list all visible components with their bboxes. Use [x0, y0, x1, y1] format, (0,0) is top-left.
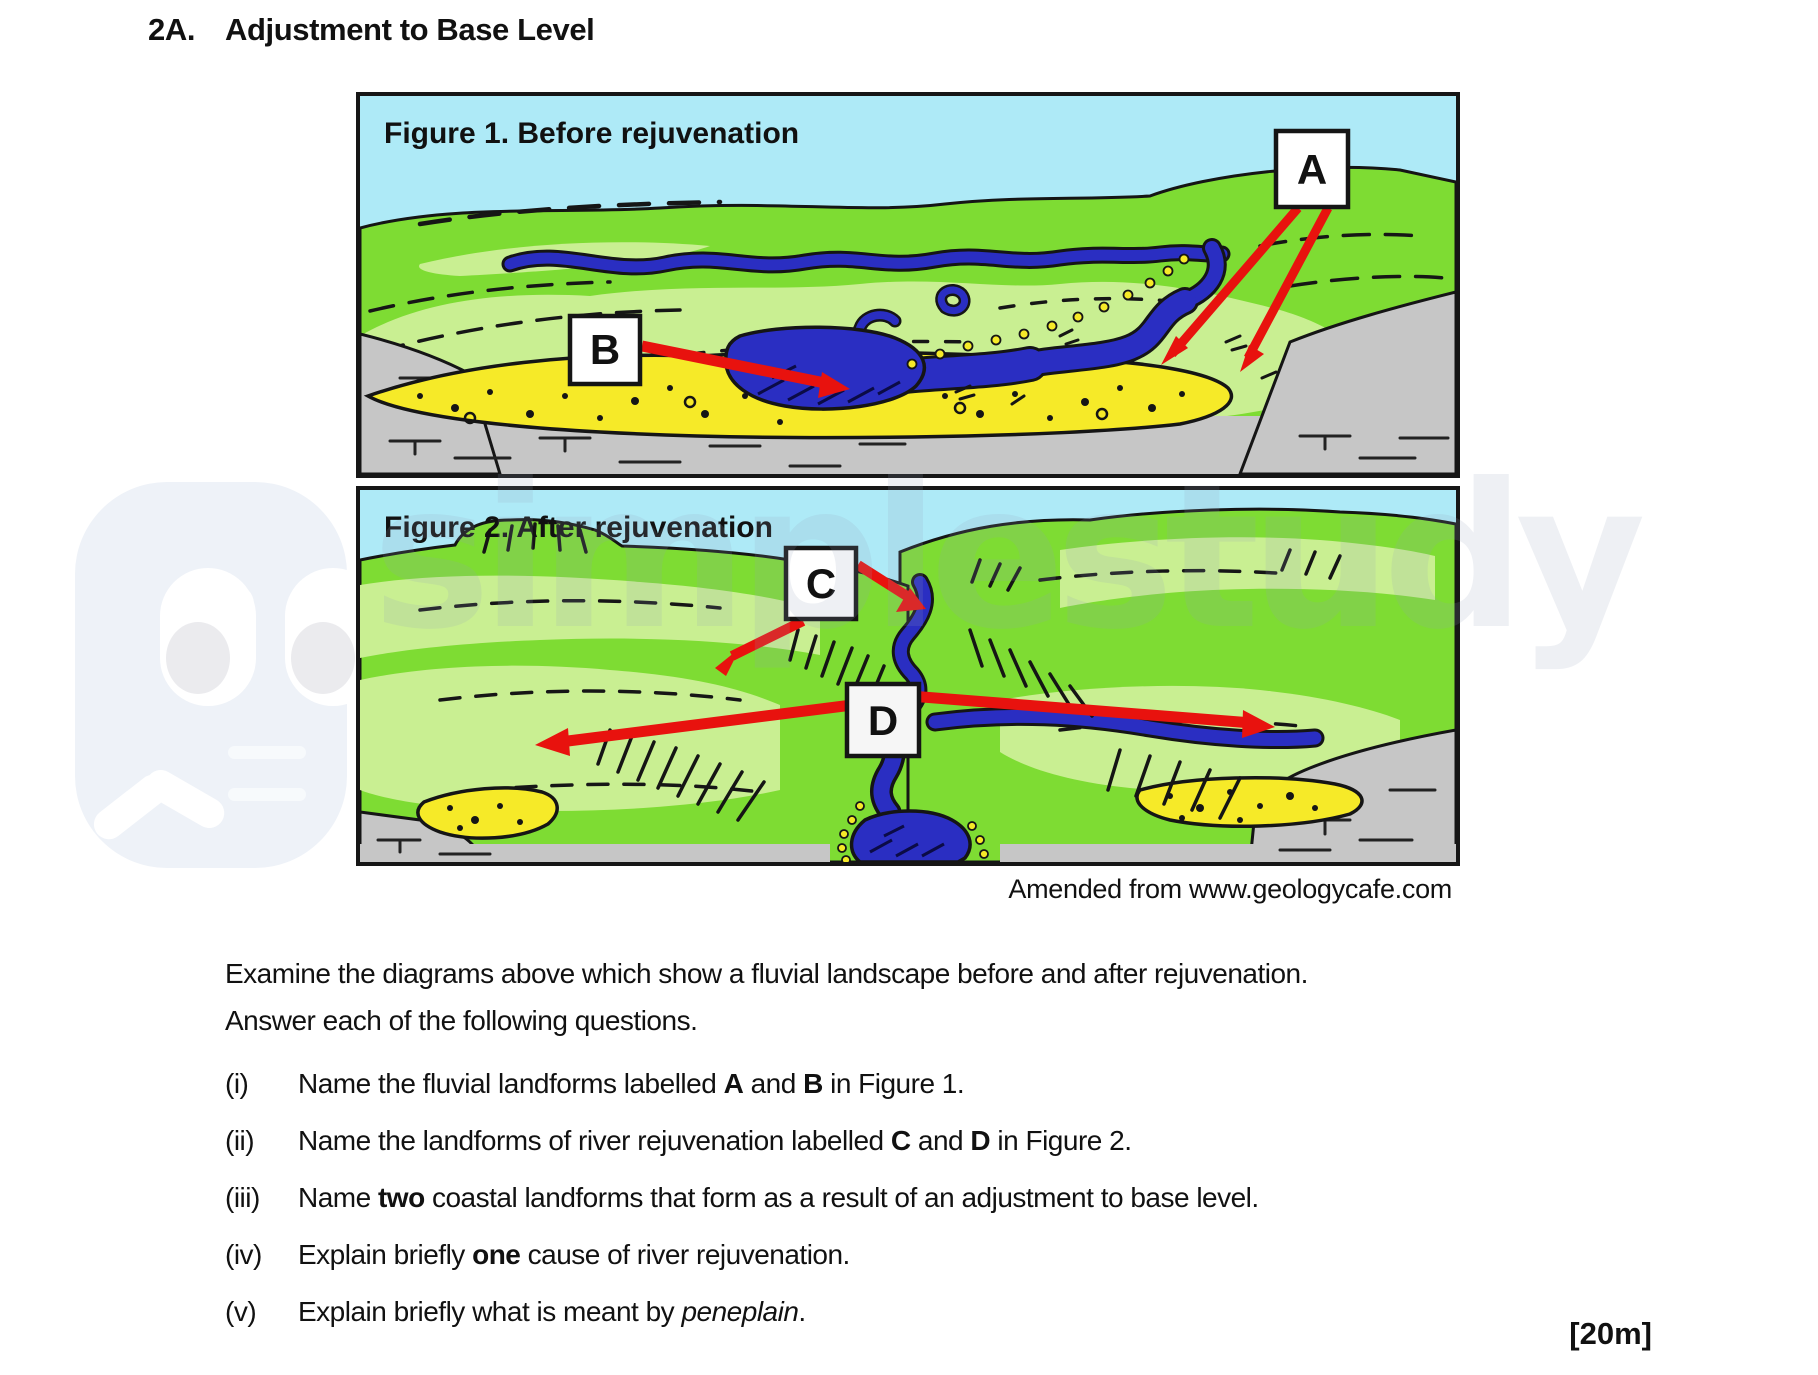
section-title: Adjustment to Base Level	[225, 12, 595, 47]
question-number: (v)	[225, 1296, 257, 1327]
question-text: Name the fluvial landforms labelled A an…	[298, 1068, 965, 1099]
gravel-patches	[416, 776, 1364, 840]
section-heading: 2A. Adjustment to Base Level	[148, 12, 595, 48]
slope-hatching	[482, 522, 1342, 822]
total-marks: [20m]	[1569, 1316, 1652, 1351]
question-text: Name the landforms of river rejuvenation…	[298, 1125, 1132, 1156]
label-c-box	[783, 545, 859, 622]
section-number: 2A.	[148, 12, 196, 47]
label-c: C	[806, 560, 836, 607]
label-c-arrow	[729, 616, 806, 661]
water-hatching	[757, 364, 901, 406]
label-a-arrow	[1244, 205, 1332, 361]
label-a: A	[1297, 146, 1327, 193]
label-a-box	[1273, 128, 1351, 210]
label-d-box	[844, 681, 922, 759]
label-c-group: C	[715, 545, 926, 676]
figure-1-title: Figure 1. Before rejuvenation	[384, 117, 799, 150]
figure-1-before-rejuvenation: A B Figure 1. Before rejuvenation	[356, 92, 1460, 478]
instructions-line-1: Examine the diagrams above which show a …	[225, 958, 1308, 989]
instructions-line-2: Answer each of the following questions.	[225, 1005, 698, 1036]
pebble-outlines	[463, 395, 1109, 425]
question-list: (i) Name the fluvial landforms labelled …	[225, 1066, 1685, 1351]
mascot-eye-icon	[160, 568, 256, 706]
question-number: (iii)	[225, 1182, 260, 1213]
label-b: B	[590, 326, 620, 373]
label-d: D	[868, 697, 898, 744]
question-text: Name two coastal landforms that form as …	[298, 1182, 1259, 1213]
label-b-box	[567, 313, 643, 387]
question-number: (i)	[225, 1068, 249, 1099]
figure-1-drawing: A B Figure 1. Before rejuvenation	[360, 96, 1456, 474]
question-row: (iv) Explain briefly one cause of river …	[225, 1237, 1685, 1273]
gorge-bank-dots	[837, 801, 989, 862]
question-number: (ii)	[225, 1125, 255, 1156]
instructions-paragraph: Examine the diagrams above which show a …	[225, 950, 1655, 1044]
label-a-arrow	[1168, 205, 1302, 357]
figure-2-drawing: C D Figure 2. After rejuvenation	[360, 490, 1456, 862]
question-row: (i) Name the fluvial landforms labelled …	[225, 1066, 1685, 1102]
dotted-bank	[906, 253, 1190, 370]
mascot-mouth-icon	[228, 746, 306, 759]
mascot-mouth-icon	[228, 788, 306, 801]
figure-2-after-rejuvenation: C D Figure 2. After rejuvenation	[356, 486, 1460, 866]
label-d-arrow	[559, 698, 861, 748]
label-b-group: B	[567, 313, 850, 398]
question-number: (iv)	[225, 1239, 262, 1270]
question-text: Explain briefly one cause of river rejuv…	[298, 1239, 850, 1270]
water-hatching	[869, 824, 945, 858]
label-d-arrow	[909, 690, 1253, 729]
question-row: (v) Explain briefly what is meant by pen…	[225, 1294, 1685, 1330]
label-c-arrow	[855, 560, 913, 603]
marsh-tufts	[954, 328, 1278, 406]
figure-2-title: Figure 2. After rejuvenation	[384, 511, 773, 544]
question-row: (ii) Name the landforms of river rejuven…	[225, 1123, 1685, 1159]
question-text: Explain briefly what is meant by penepla…	[298, 1296, 806, 1327]
gorge-pool	[849, 809, 972, 862]
figure-attribution: Amended from www.geologycafe.com	[1008, 874, 1452, 904]
label-a-group: A	[1161, 128, 1351, 372]
label-d-group: D	[535, 681, 1275, 759]
question-row: (iii) Name two coastal landforms that fo…	[225, 1180, 1685, 1216]
label-b-arrow	[640, 340, 832, 390]
